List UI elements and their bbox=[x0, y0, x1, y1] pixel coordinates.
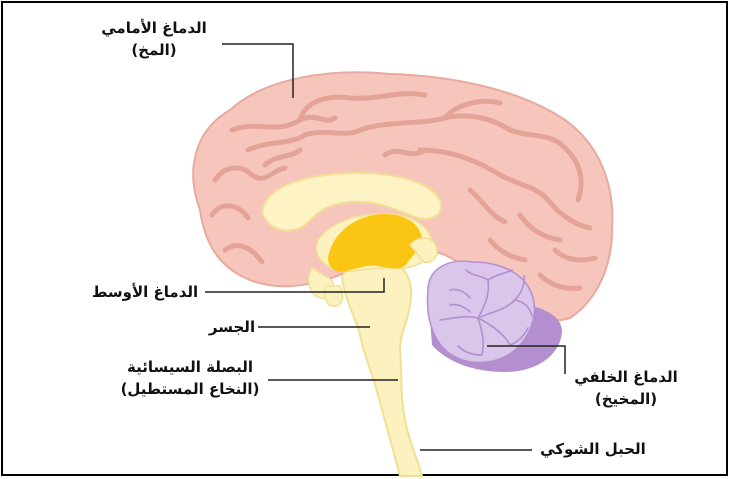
label-midbrain: الدماغ الأوسط bbox=[86, 281, 204, 303]
label-medulla-line2: (النخاع المستطيل) bbox=[116, 378, 264, 400]
label-hindbrain-line1: الدماغ الخلفي bbox=[565, 366, 687, 388]
label-medulla-line1: البصلة السيسائية bbox=[116, 356, 264, 378]
label-forebrain-line1: الدماغ الأمامي bbox=[88, 17, 220, 39]
label-forebrain: الدماغ الأمامي (المخ) bbox=[88, 17, 220, 61]
label-midbrain-line1: الدماغ الأوسط bbox=[86, 281, 204, 303]
label-medulla: البصلة السيسائية (النخاع المستطيل) bbox=[116, 356, 264, 400]
label-hindbrain-line2: (المخيخ) bbox=[565, 388, 687, 410]
label-pons: الجسر bbox=[204, 316, 260, 338]
label-hindbrain: الدماغ الخلفي (المخيخ) bbox=[565, 366, 687, 410]
label-forebrain-line2: (المخ) bbox=[88, 39, 220, 61]
label-spinal-cord-line1: الحبل الشوكي bbox=[535, 438, 651, 460]
label-pons-line1: الجسر bbox=[204, 316, 260, 338]
label-spinal-cord: الحبل الشوكي bbox=[535, 438, 651, 460]
